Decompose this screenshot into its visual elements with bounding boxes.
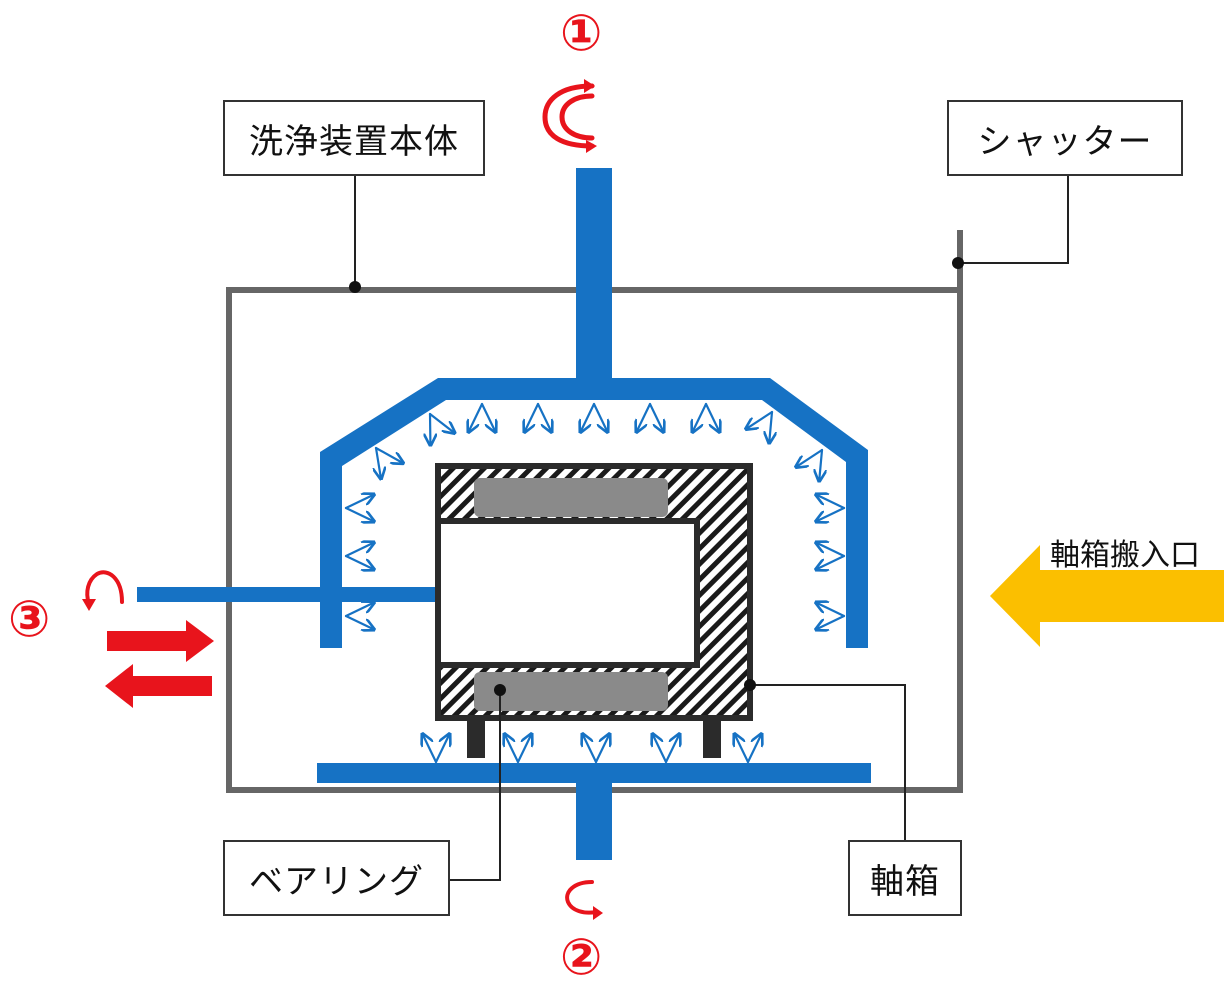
spray-arrow (817, 614, 846, 629)
spray-arrow (344, 603, 373, 618)
spray-arrow (428, 412, 454, 432)
leader-dots (349, 257, 964, 696)
spray-arrow (817, 603, 846, 618)
spray-arrow (480, 402, 495, 431)
label-bearing: ベアリング (223, 840, 450, 916)
spray-arrow (592, 402, 607, 431)
machine-body-frame (226, 230, 963, 793)
spray-arrow (747, 410, 774, 428)
label-shutter: シャッター (947, 100, 1183, 176)
label-axle-box-entrance: 軸箱搬入口 (1050, 538, 1200, 573)
spray-arrow (374, 446, 402, 463)
spray-arrow (344, 495, 373, 510)
entrance-arrow-icon (990, 545, 1224, 647)
rotation-arrow-top-icon (542, 79, 597, 153)
spray-arrow (344, 614, 373, 629)
spray-arrow (536, 402, 551, 431)
spray-arrow (797, 448, 824, 466)
label-axle-box: 軸箱 (848, 840, 962, 916)
push-pull-arrows-icon (105, 620, 214, 708)
spray-arrow (505, 735, 520, 764)
spray-arrow (769, 410, 772, 442)
spray-arrow (516, 735, 531, 764)
spray-arrow (817, 506, 846, 521)
spray-arrow (344, 554, 373, 569)
rotation-arrow-left-icon (82, 570, 124, 611)
spray-arrow (648, 402, 663, 431)
lower-nozzle-assembly (317, 763, 871, 860)
spray-arrow (581, 402, 596, 431)
leader-lines (354, 176, 1069, 881)
upper-nozzle-assembly (320, 168, 868, 648)
spray-arrow (704, 402, 719, 431)
spray-arrow (376, 446, 381, 478)
spray-arrow (653, 735, 668, 764)
spray-arrow (344, 506, 373, 521)
spray-arrow (469, 402, 484, 431)
spray-arrow (525, 402, 540, 431)
spray-arrow (693, 402, 708, 431)
spray-arrow (344, 543, 373, 558)
label-machine-body: 洗浄装置本体 (223, 100, 485, 176)
spray-arrow (817, 554, 846, 569)
spray-arrow (735, 735, 750, 764)
spray-arrow (423, 735, 438, 764)
spray-arrow (434, 735, 449, 764)
spray-arrow (583, 735, 598, 764)
spray-arrow (637, 402, 652, 431)
spray-arrow (817, 543, 846, 558)
spray-arrow (594, 735, 609, 764)
marker-2: ② (560, 928, 603, 986)
spray-arrow (746, 735, 761, 764)
bearing-lower (474, 672, 668, 711)
marker-1: ① (560, 4, 603, 62)
spray-arrows (344, 402, 846, 764)
spray-arrow (817, 495, 846, 510)
rotation-arrow-bottom-icon (565, 880, 603, 920)
bearing-upper (474, 478, 668, 517)
spray-arrow (664, 735, 679, 764)
spray-arrow (819, 448, 822, 480)
marker-3: ③ (8, 590, 51, 648)
